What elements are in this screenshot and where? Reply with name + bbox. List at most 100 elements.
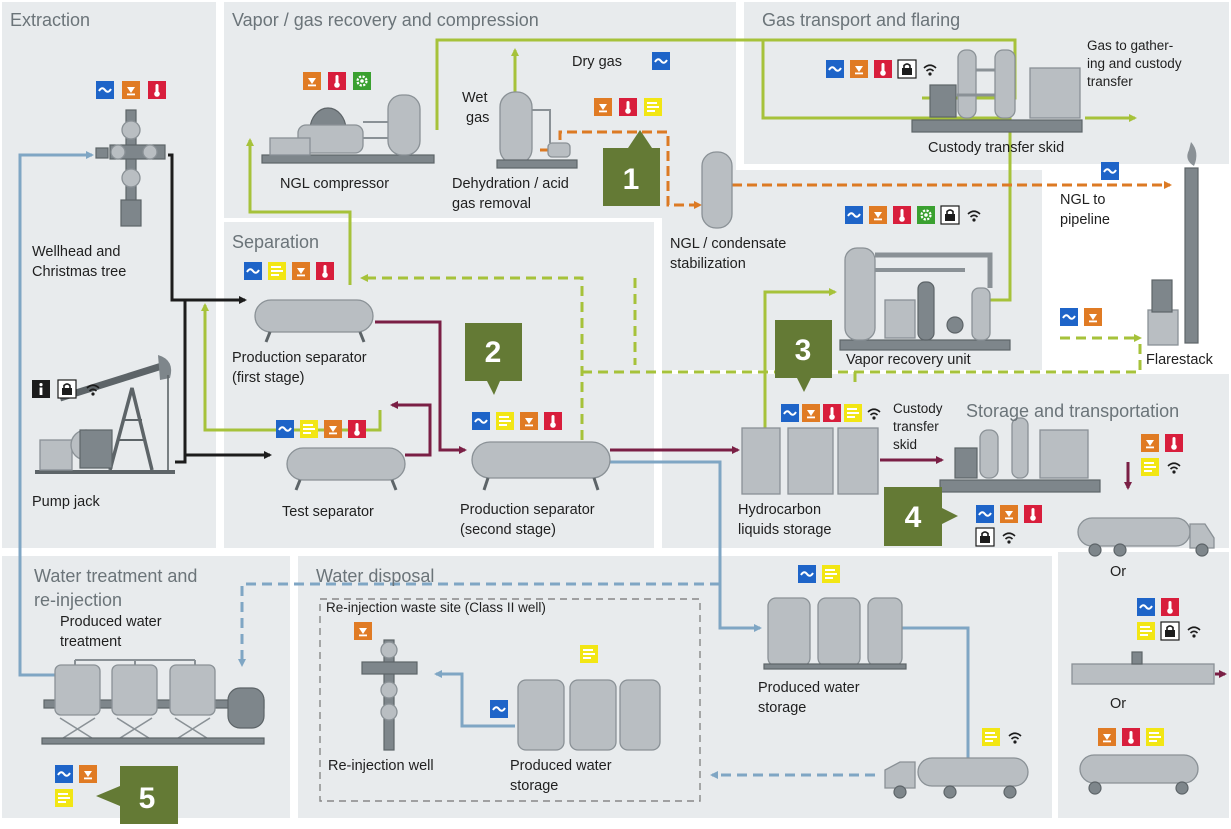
temperature-icon — [1024, 505, 1042, 523]
section-title-water-disposal: Water disposal — [316, 566, 434, 586]
gas-recycle-lines — [360, 274, 1142, 440]
temperature-icon — [874, 60, 892, 78]
temperature-icon — [544, 412, 562, 430]
flarestack-drawing — [1147, 142, 1199, 346]
water-dashed-lines — [238, 582, 875, 779]
label-pw-storage-2: storage — [758, 700, 806, 716]
test-separator-drawing — [286, 447, 406, 491]
production-separator-2-drawing — [471, 441, 611, 491]
label-flarestack: Flarestack — [1146, 352, 1214, 368]
reinjection-well-drawing — [361, 639, 418, 751]
production-separator-1-drawing — [254, 299, 374, 343]
label-vru: Vapor recovery unit — [846, 352, 971, 368]
level-icon — [1136, 621, 1156, 641]
equipment-labels: Wellhead and Christmas tree Pump jack NG… — [32, 38, 1214, 794]
label-custody-skid-3: skid — [893, 437, 917, 452]
lock-icon — [897, 59, 917, 79]
badge-2 — [465, 323, 522, 395]
section-title-separation: Separation — [232, 232, 319, 252]
label-test-separator: Test separator — [282, 504, 374, 520]
level-icon — [495, 411, 515, 431]
lock-icon — [57, 379, 77, 399]
pressure-icon — [869, 206, 887, 224]
temperature-icon — [893, 206, 911, 224]
section-title-storage: Storage and transportation — [966, 401, 1179, 421]
flow-icon — [780, 403, 800, 423]
label-pw-treatment-2: treatment — [60, 634, 121, 650]
label-custody-skid-top: Custody transfer skid — [928, 140, 1064, 156]
label-dry-gas: Dry gas — [572, 54, 622, 70]
section-title-gas-transport: Gas transport and flaring — [762, 10, 960, 30]
level-icon — [843, 403, 863, 423]
label-wet-gas-2: gas — [466, 110, 489, 126]
level-icon — [299, 419, 319, 439]
pressure-icon — [850, 60, 868, 78]
label-wellhead-1: Wellhead and — [32, 244, 120, 260]
badge-3-label: 3 — [795, 334, 812, 367]
pressure-icon — [1084, 308, 1102, 326]
pressure-icon — [802, 404, 820, 422]
lock-icon — [975, 527, 995, 547]
label-gas-gathering-3: transfer — [1087, 74, 1133, 89]
level-icon — [1145, 727, 1165, 747]
water-treatment-drawing — [41, 659, 265, 745]
pressure-icon — [1098, 728, 1116, 746]
level-icon — [267, 261, 287, 281]
level-icon — [54, 788, 74, 808]
ngl-stabilization-drawing — [701, 151, 733, 229]
badge-2-label: 2 — [485, 336, 502, 369]
section-title-water-treatment-1: Water treatment and — [34, 566, 197, 586]
panel-gas-transport — [744, 2, 1229, 164]
pressure-icon — [354, 622, 372, 640]
reinjection-site-box — [319, 598, 701, 802]
lock-icon — [1160, 621, 1180, 641]
badge-1-label: 1 — [623, 163, 640, 196]
temperature-icon — [1161, 598, 1179, 616]
badge-4-label: 4 — [905, 501, 922, 534]
temperature-icon — [348, 420, 366, 438]
label-ngl-stabilization-2: stabilization — [670, 256, 746, 272]
water-truck-drawing — [884, 757, 1029, 799]
label-wellhead-2: Christmas tree — [32, 264, 126, 280]
dehydration-drawing — [496, 91, 578, 169]
ngl-compressor-drawing — [261, 94, 435, 164]
section-title-water-treatment-2: re-injection — [34, 590, 122, 610]
flow-icon — [489, 699, 509, 719]
flow-icon — [243, 261, 263, 281]
flow-icon — [1100, 161, 1120, 181]
label-ngl-stabilization-1: NGL / condensate — [670, 236, 786, 252]
water-lines — [18, 151, 972, 775]
label-reinjection-site: Re-injection waste site (Class II well) — [326, 600, 546, 615]
hydrocarbon-storage-drawing — [741, 427, 879, 495]
temperature-icon — [316, 262, 334, 280]
label-prod-sep2-2: (second stage) — [460, 522, 556, 538]
label-reinjection-well: Re-injection well — [328, 758, 434, 774]
custody-skid-storage-drawing — [939, 417, 1101, 493]
level-icon — [821, 564, 841, 584]
badge-3 — [775, 320, 832, 392]
info-icon — [32, 380, 50, 398]
flow-icon — [797, 564, 817, 584]
pressure-icon — [594, 98, 612, 116]
well-flow-lines — [168, 153, 272, 464]
label-custody-skid-1: Custody — [893, 401, 943, 416]
temperature-icon — [823, 404, 841, 422]
label-custody-skid-2: transfer — [893, 419, 939, 434]
pipeline-drawing — [1071, 651, 1215, 685]
level-icon — [643, 97, 663, 117]
badge-5-label: 5 — [139, 782, 156, 815]
level-icon — [981, 727, 1001, 747]
temperature-icon — [148, 81, 166, 99]
callout-badges: 1 2 3 4 5 — [96, 130, 958, 824]
label-hc-storage-2: liquids storage — [738, 522, 832, 538]
railcar-drawing — [1079, 754, 1199, 795]
pressure-icon — [1141, 434, 1159, 452]
section-title-vapor: Vapor / gas recovery and compression — [232, 10, 539, 30]
label-gas-gathering-2: ing and custody — [1087, 56, 1182, 71]
badge-5 — [96, 766, 178, 824]
gear-icon — [915, 204, 937, 226]
badge-4 — [884, 487, 958, 546]
label-pw-treatment-1: Produced water — [60, 614, 162, 630]
label-pw-storage-disposal-2: storage — [510, 778, 558, 794]
